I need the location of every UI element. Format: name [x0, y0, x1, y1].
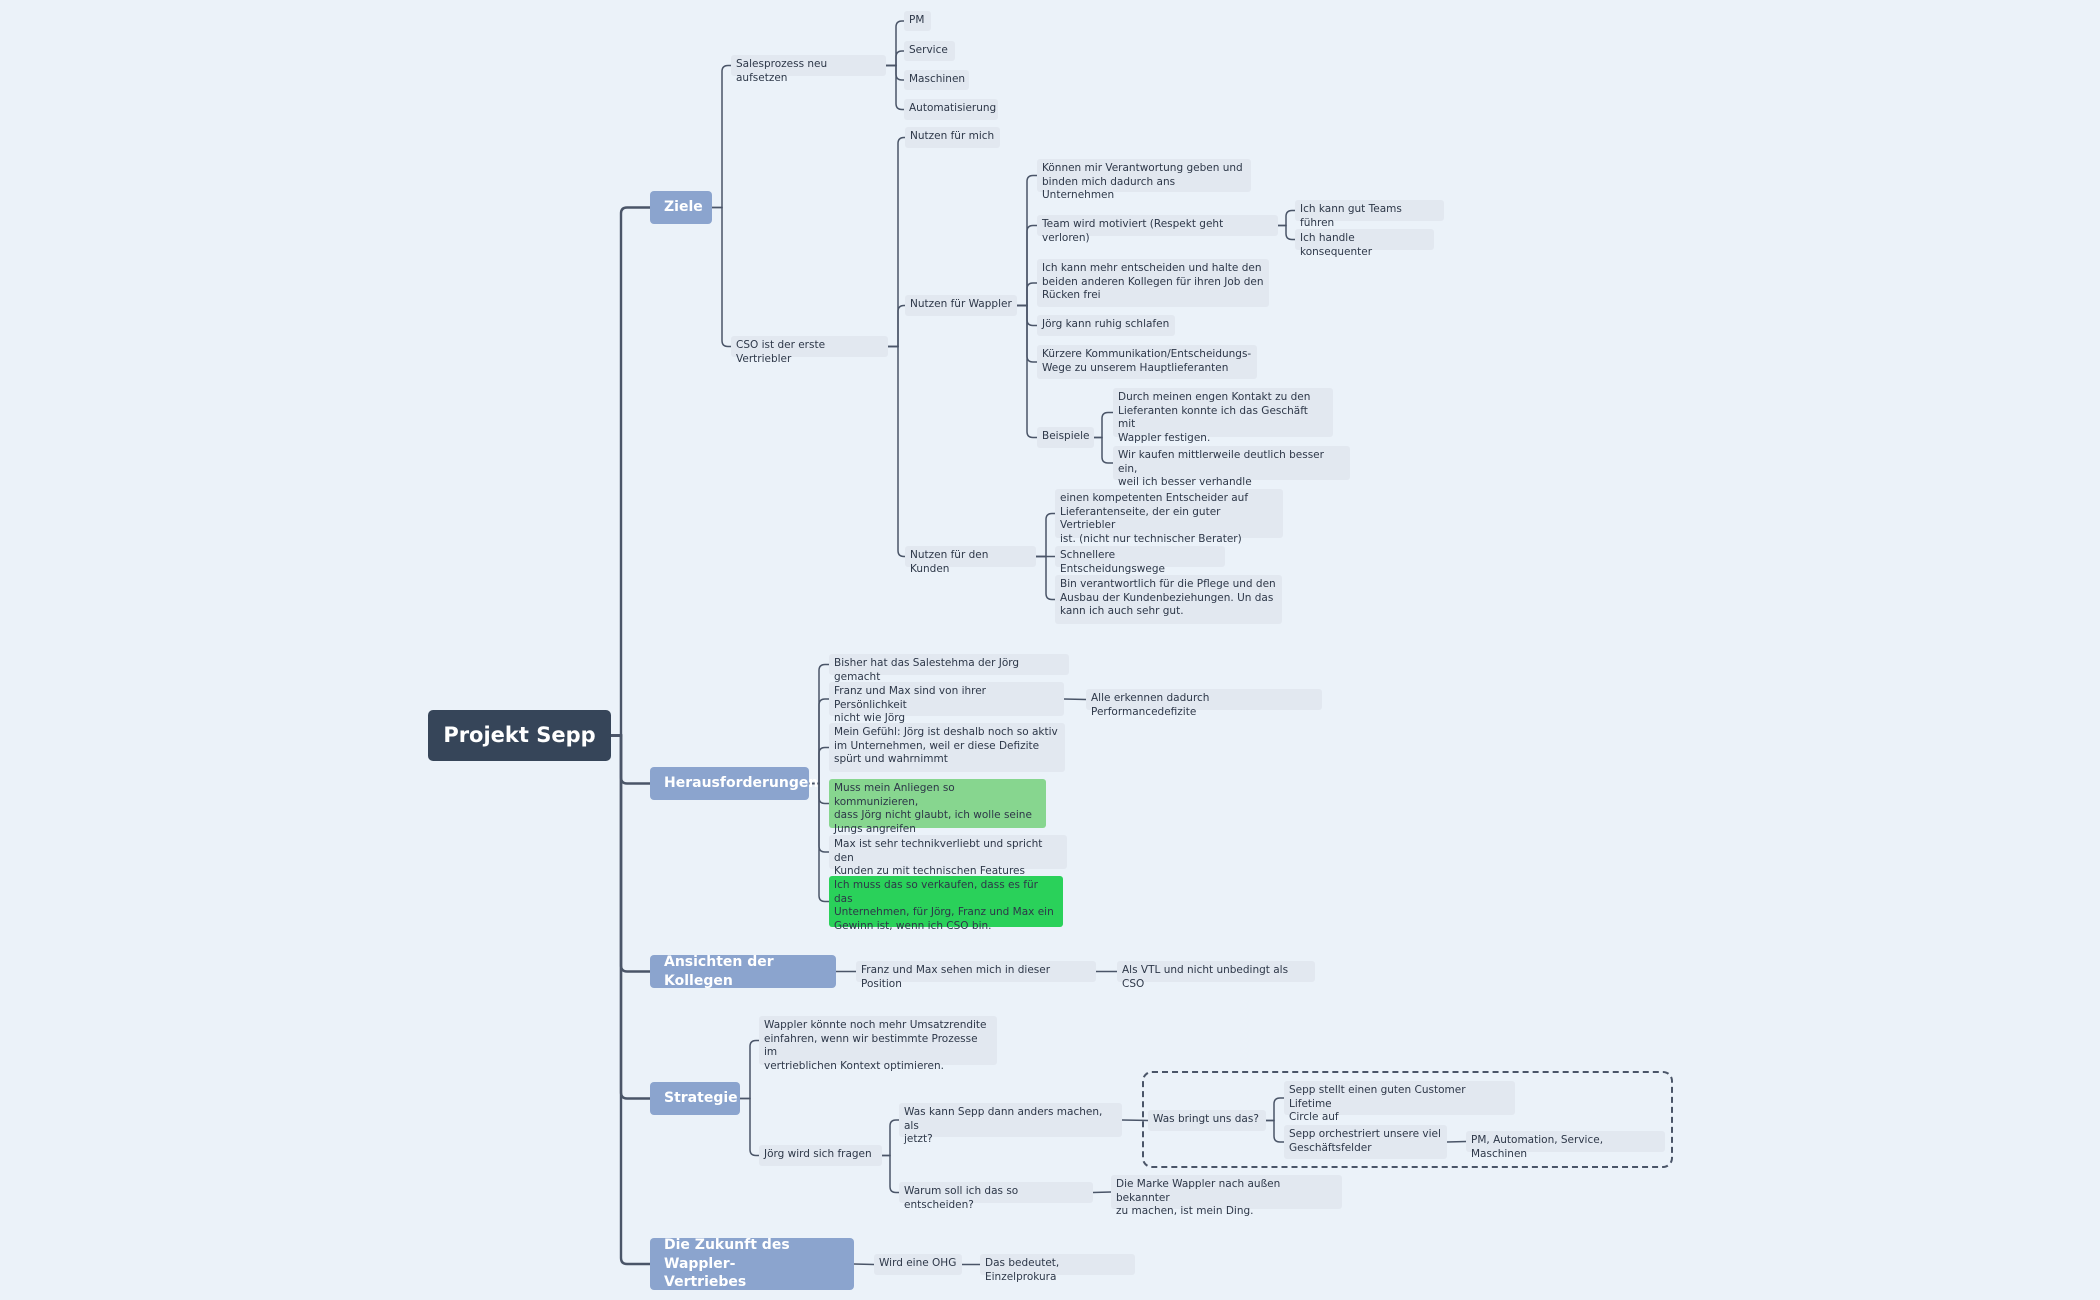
connector-wappler-0: [1017, 174, 1037, 307]
subtopic-persoenlichkeit[interactable]: Franz und Max sind von ihrer Persönlichk…: [829, 682, 1064, 724]
subtopic-bisher-salesthema[interactable]: Bisher hat das Salestehma der Jörg gemac…: [829, 654, 1069, 683]
connector-s2-1: [882, 1154, 899, 1194]
connector-wappler-5: [1017, 304, 1037, 439]
subtopic-joerg-wird-fragen[interactable]: Jörg wird sich fragen: [759, 1145, 882, 1166]
subtopic-beispiel-lieferanten[interactable]: Durch meinen engen Kontakt zu den Liefer…: [1113, 388, 1333, 444]
connector-ziele-1: [712, 206, 731, 348]
connector-ziele-0: [712, 64, 731, 209]
connector-beisp-1: [1094, 436, 1113, 464]
boundary-box: [1142, 1071, 1673, 1168]
connector-heraus-5: [809, 782, 829, 903]
connector-strategie-0: [740, 1039, 759, 1100]
connector-cso-1: [888, 304, 905, 348]
connector-heraus-0: [809, 663, 829, 785]
connector-s6-0: [1446, 1140, 1467, 1143]
subtopic-verantwortung[interactable]: Können mir Verantwortung geben und binde…: [1037, 159, 1251, 201]
subtopic-kompetenter-entscheider[interactable]: einen kompetenten Entscheider auf Liefer…: [1055, 489, 1283, 545]
subtopic-technikverliebt[interactable]: Max ist sehr technikverliebt und spricht…: [829, 835, 1067, 877]
connector-sales-3: [886, 64, 904, 111]
subtopic-customer-lifetime-circle[interactable]: Sepp stellt einen guten Customer Lifetim…: [1284, 1081, 1515, 1123]
connector-zukunft-0: [853, 1263, 875, 1266]
subtopic-service[interactable]: Service: [904, 41, 955, 61]
connector-s4-1: [1266, 1119, 1284, 1143]
subtopic-nutzen-fuer-kunden[interactable]: Nutzen für den Kunden: [905, 546, 1036, 575]
connector-team-1: [1278, 224, 1295, 241]
subtopic-beispiel-einkauf[interactable]: Wir kaufen mittlerweile deutlich besser …: [1113, 446, 1350, 488]
subtopic-warum-entscheiden[interactable]: Warum soll ich das so entscheiden?: [899, 1182, 1093, 1211]
subtopic-was-kann-sepp[interactable]: Was kann Sepp dann anders machen, als je…: [899, 1103, 1122, 1145]
connector-h1-0: [1063, 698, 1087, 701]
connector-kunden-2: [1036, 555, 1055, 601]
subtopic-joerg-schlafen[interactable]: Jörg kann ruhig schlafen: [1037, 315, 1175, 336]
subtopic-wird-ohg[interactable]: Wird eine OHG: [874, 1254, 962, 1275]
subtopic-konsequenter[interactable]: Ich handle konsequenter: [1295, 229, 1434, 258]
connector-root-4: [611, 734, 650, 1266]
subtopic-cso-erster-vertriebler[interactable]: CSO ist der erste Vertriebler: [731, 336, 888, 365]
connector-strategie-1: [740, 1097, 759, 1157]
subtopic-salesprozess[interactable]: Salesprozess neu aufsetzen: [731, 55, 886, 84]
subtopic-teams-fuehren[interactable]: Ich kann gut Teams führen: [1295, 200, 1444, 229]
subtopic-nutzen-fuer-mich[interactable]: Nutzen für mich: [905, 127, 1000, 148]
subtopic-pm[interactable]: PM: [904, 11, 931, 31]
connector-kunden-0: [1036, 512, 1055, 558]
connector-root-0: [611, 206, 650, 737]
connector-root-2: [611, 734, 650, 973]
connector-heraus-1: [809, 698, 829, 785]
subtopic-anliegen-kommunizieren[interactable]: Muss mein Anliegen so kommunizieren, das…: [829, 779, 1046, 835]
connector-heraus-2: [809, 746, 829, 785]
connector-team-0: [1278, 209, 1295, 227]
connector-cso-0: [888, 136, 905, 348]
subtopic-team-motiviert[interactable]: Team wird motiviert (Respekt geht verlor…: [1037, 215, 1278, 244]
subtopic-marke-wappler[interactable]: Die Marke Wappler nach außen bekannter z…: [1111, 1175, 1342, 1217]
connector-wappler-2: [1017, 282, 1037, 307]
subtopic-maschinen[interactable]: Maschinen: [904, 70, 969, 90]
connector-sales-0: [886, 20, 904, 67]
subtopic-nutzen-fuer-wappler[interactable]: Nutzen für Wappler: [905, 295, 1017, 316]
connector-sales-2: [886, 64, 904, 81]
connector-sales-1: [886, 50, 904, 67]
subtopic-als-vtl[interactable]: Als VTL und nicht unbedingt als CSO: [1117, 961, 1315, 990]
root-topic[interactable]: Projekt Sepp: [428, 710, 611, 761]
connector-wappler-1: [1017, 224, 1037, 307]
connector-cso-2: [888, 345, 905, 558]
subtopic-umsatzrendite[interactable]: Wappler könnte noch mehr Umsatzrendite e…: [759, 1016, 997, 1072]
connector-beisp-0: [1094, 411, 1113, 439]
subtopic-einzelprokura[interactable]: Das bedeutet, Einzelprokura: [980, 1254, 1135, 1283]
subtopic-geschaeftsfelder[interactable]: Sepp orchestriert unsere viel Geschäftsf…: [1284, 1125, 1447, 1159]
subtopic-beispiele[interactable]: Beispiele: [1037, 427, 1094, 448]
subtopic-pm-automation[interactable]: PM, Automation, Service, Maschinen: [1466, 1131, 1665, 1160]
subtopic-franz-max-sehen[interactable]: Franz und Max sehen mich in dieser Posit…: [856, 961, 1096, 990]
connector-s4-0: [1266, 1097, 1284, 1122]
subtopic-mehr-entscheiden[interactable]: Ich kann mehr entscheiden und halte den …: [1037, 259, 1269, 307]
subtopic-schnellere-wege[interactable]: Schnellere Entscheidungswege: [1055, 546, 1225, 575]
connector-root-1: [611, 734, 650, 785]
subtopic-kuerzere-wege[interactable]: Kürzere Kommunikation/Entscheidungs- Weg…: [1037, 345, 1257, 379]
connector-s8-0: [1092, 1191, 1112, 1194]
subtopic-mein-gefuehl[interactable]: Mein Gefühl: Jörg ist deshalb noch so ak…: [829, 723, 1065, 772]
subtopic-was-bringt[interactable]: Was bringt uns das?: [1148, 1110, 1266, 1131]
topic-ansichten-der-kollegen[interactable]: Ansichten der Kollegen: [650, 954, 836, 989]
subtopic-performancedefizite[interactable]: Alle erkennen dadurch Performancedefizit…: [1086, 689, 1322, 718]
topic-zukunft-des-vertriebes[interactable]: Die Zukunft des Wappler- Vertriebes: [650, 1237, 854, 1290]
connector-root-3: [611, 734, 650, 1100]
connector-s2-0: [882, 1119, 899, 1157]
topic-herausforderungen[interactable]: Herausforderungen: [650, 767, 818, 800]
subtopic-automatisierung[interactable]: Automatisierung: [904, 99, 998, 120]
subtopic-kundenbeziehungen[interactable]: Bin verantwortlich für die Pflege und de…: [1055, 575, 1282, 624]
topic-strategie[interactable]: Strategie: [650, 1082, 740, 1115]
subtopic-so-verkaufen[interactable]: Ich muss das so verkaufen, dass es für d…: [829, 876, 1063, 932]
topic-ziele[interactable]: Ziele: [650, 191, 712, 224]
